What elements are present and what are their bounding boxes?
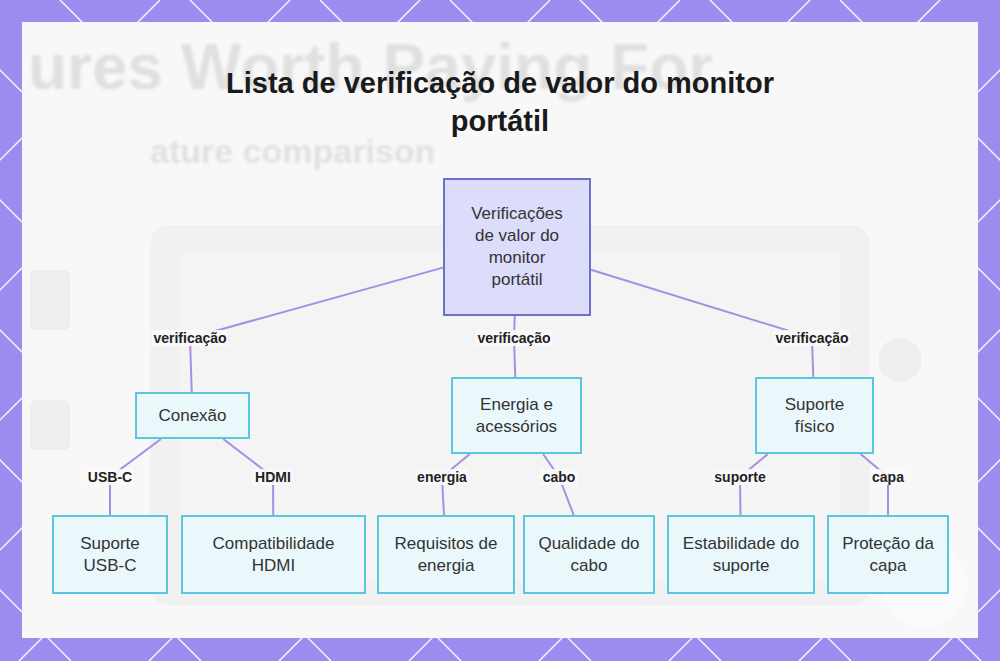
tree-connector: [591, 270, 813, 377]
edge-label: verificação: [773, 330, 850, 346]
node-text: Conexão: [158, 405, 226, 427]
category-box: Suporte físico: [755, 377, 874, 454]
node-text: Suporte USB-C: [62, 533, 158, 577]
content-panel: [22, 22, 978, 638]
category-box: Suporte USB-C: [52, 515, 168, 594]
watermark-text: ature comparison: [150, 132, 435, 171]
node-text: Compatibilidade HDMI: [191, 533, 356, 577]
tree-connector: [514, 316, 515, 377]
edge-label: capa: [870, 469, 906, 485]
side-icon: [30, 270, 70, 330]
edge-label: suporte: [712, 469, 767, 485]
edge-label: USB-C: [86, 469, 134, 485]
category-box: Energia e acessórios: [451, 377, 582, 454]
node-text: Requisitos de energia: [387, 533, 505, 577]
edge-label: cabo: [541, 469, 578, 485]
node-text: Qualidade do cabo: [533, 533, 645, 577]
node-text: Estabilidade do suporte: [677, 533, 805, 577]
category-box: Estabilidade do suporte: [667, 515, 815, 594]
edge-label: verificação: [475, 330, 552, 346]
node-text: Energia e acessórios: [461, 394, 572, 438]
edge-label: HDMI: [253, 469, 293, 485]
node-text: Verificações de valor do monitor portáti…: [463, 203, 571, 291]
root-box: Verificações de valor do monitor portáti…: [443, 178, 591, 316]
category-box: Conexão: [135, 392, 250, 439]
diagram-title: Lista de verificação de valor do monitor…: [200, 64, 800, 140]
category-box: Requisitos de energia: [377, 515, 515, 594]
side-icon: [30, 400, 70, 450]
node-text: Suporte físico: [765, 394, 864, 438]
node-text: Proteção da capa: [837, 533, 939, 577]
edge-label: verificação: [151, 330, 228, 346]
category-box: Proteção da capa: [827, 515, 949, 594]
category-box: Compatibilidade HDMI: [181, 515, 366, 594]
category-box: Qualidade do cabo: [523, 515, 655, 594]
edge-label: energia: [415, 469, 469, 485]
gear-icon: [878, 338, 922, 382]
